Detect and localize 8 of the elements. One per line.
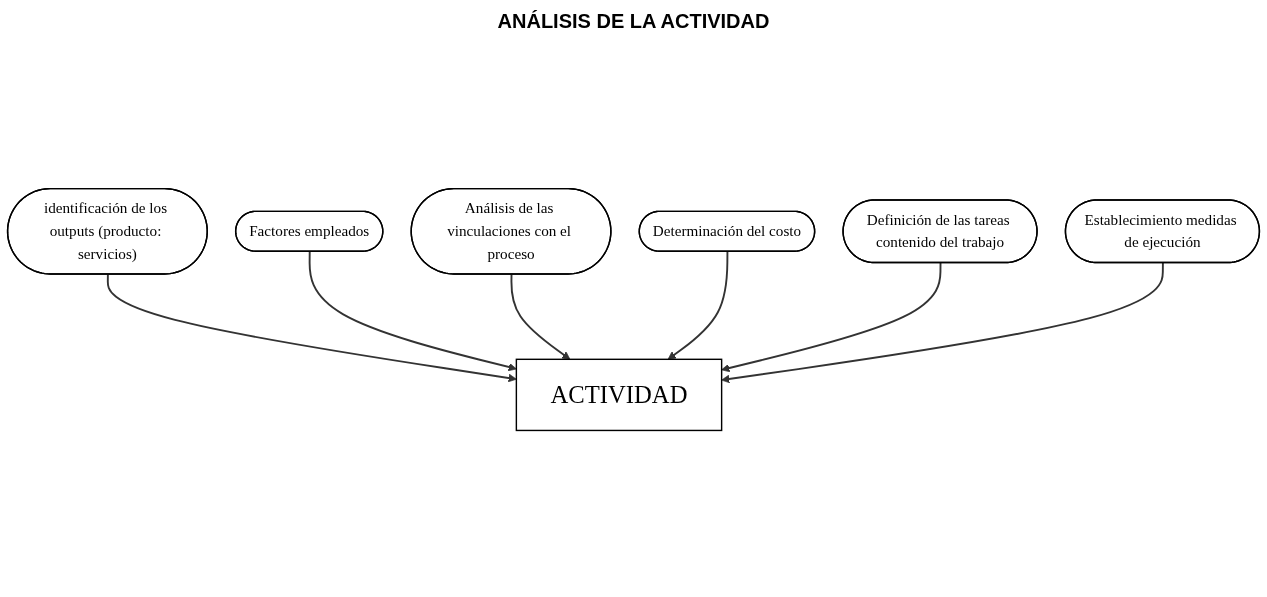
node-box: ACTIVIDAD — [515, 358, 723, 432]
arrow — [721, 262, 1164, 384]
arrow — [308, 250, 517, 372]
diagram-title: ANÁLISIS DE LA ACTIVIDAD — [496, 10, 771, 33]
arrow — [106, 273, 517, 383]
arrow — [721, 262, 942, 373]
arrow — [510, 273, 571, 360]
arrow — [667, 250, 729, 360]
